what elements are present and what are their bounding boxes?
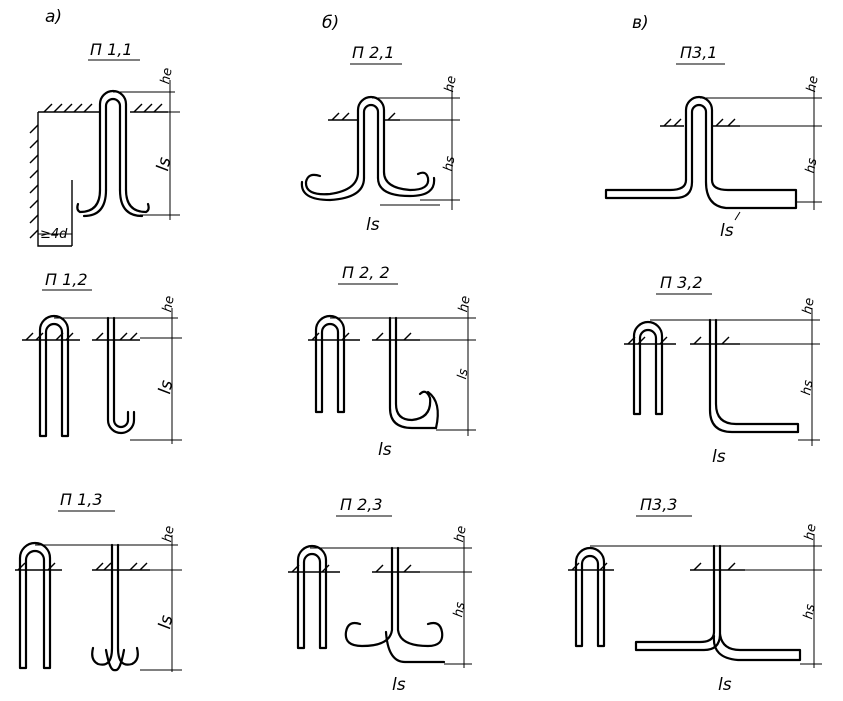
panel-p11: П 1,1 he ls ≥4d (29, 40, 180, 247)
panel-p33: П3,3 he hs ls (568, 495, 822, 695)
anchor-length-label: ls (366, 215, 380, 235)
column-label-v: в) (632, 13, 649, 33)
he-label: he (452, 525, 470, 544)
he-label: he (802, 523, 820, 542)
panel-title: П3,3 (640, 495, 677, 514)
panel-p23: П 2,3 he hs ls (288, 495, 472, 695)
he-label: he (160, 295, 178, 314)
column-label-a: а) (45, 7, 62, 27)
depth-label: hs (799, 379, 816, 397)
depth-label: hs (801, 603, 818, 621)
anchor-length-label: ls (712, 447, 726, 467)
depth-label: hs (803, 157, 820, 175)
anchor-length-label: ls (378, 440, 392, 460)
depth-label: ls (155, 379, 177, 396)
depth-label: ls (455, 367, 472, 380)
he-label: he (160, 525, 178, 544)
column-label-b: б) (322, 13, 339, 33)
panel-title: П 1,3 (60, 490, 103, 509)
anchor-length-label: ls (720, 221, 734, 241)
panel-p22: П 2, 2 he ls ls (308, 263, 476, 460)
depth-label: hs (451, 601, 468, 619)
he-label: he (158, 67, 176, 86)
panel-p32: П 3,2 he hs ls (624, 273, 820, 467)
he-label: he (456, 295, 474, 314)
panel-p13: П 1,3 he ls (15, 490, 182, 672)
panel-title: П 1,1 (90, 40, 133, 59)
panel-title: П 1,2 (45, 270, 88, 289)
panel-title: П 2, 2 (342, 263, 390, 282)
panel-title: П 2,3 (340, 495, 383, 514)
depth-label: ls (153, 156, 175, 173)
he-label: he (804, 75, 822, 94)
panel-title: П3,1 (680, 43, 717, 62)
edge-distance-label: ≥4d (40, 227, 68, 242)
panel-title: П 2,1 (352, 43, 395, 62)
anchor-length-label: ls (392, 675, 406, 695)
he-label: he (442, 75, 460, 94)
depth-label: hs (441, 155, 458, 173)
panel-p12: П 1,2 he ls (22, 270, 182, 444)
panel-title: П 3,2 (660, 273, 703, 292)
he-label: he (800, 297, 818, 316)
panel-p31: П3,1 he hs ls (604, 43, 822, 241)
depth-label: ls (155, 614, 177, 631)
panel-p21: П 2,1 he hs ls (300, 43, 460, 235)
anchor-length-label: ls (718, 675, 732, 695)
